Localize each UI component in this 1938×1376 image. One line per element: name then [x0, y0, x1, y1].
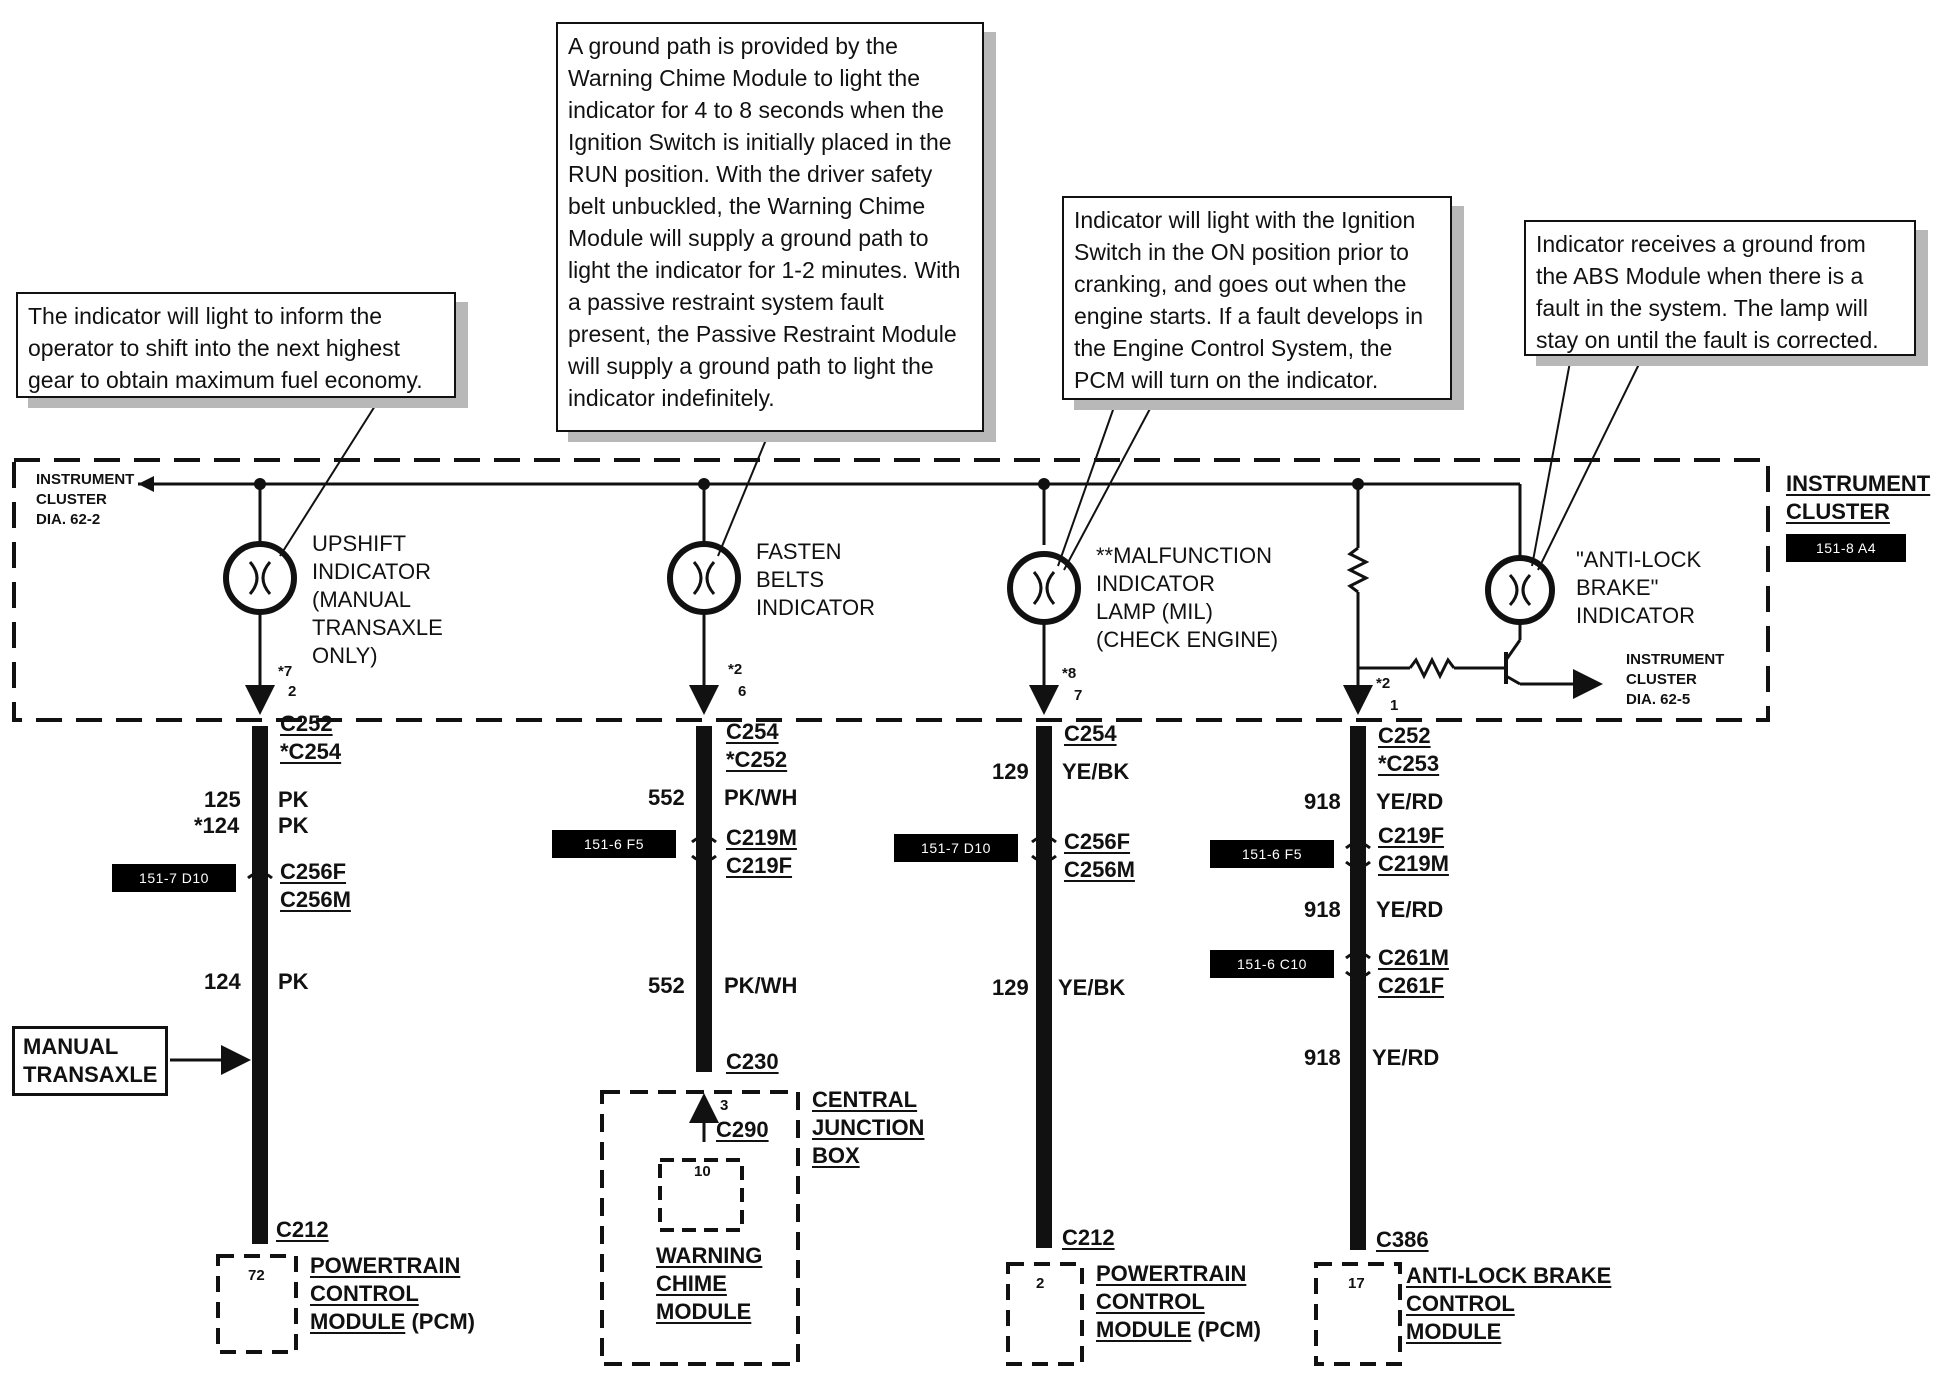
c1-inline-connectors: C256F C256M — [280, 859, 351, 912]
c2-end-pin: 10 — [694, 1163, 711, 1180]
abs-indicator-label: "ANTI-LOCK BRAKE" INDICATOR — [1576, 547, 1702, 628]
c4-wire1-color: YE/RD — [1376, 789, 1444, 814]
c2-wire1-color: PK/WH — [724, 785, 798, 810]
c3-inline-connectors: C256F C256M — [1064, 829, 1135, 882]
c3-wire1-num: 129 — [992, 759, 1029, 784]
pcm-box-c3 — [1006, 1262, 1084, 1366]
c4-end-module: ANTI-LOCK BRAKE CONTROL MODULE — [1406, 1263, 1612, 1344]
instrument-cluster-title: INSTRUMENT CLUSTER — [1786, 471, 1931, 524]
c1-wire3-num: 124 — [204, 969, 241, 994]
c1-pin-b: 2 — [288, 683, 297, 700]
central-junction-box-label: CENTRAL JUNCTION BOX — [812, 1087, 925, 1168]
c3-wire1-color: YE/BK — [1062, 759, 1130, 784]
c1-wire1-color: PK — [278, 787, 309, 812]
c3-pin-b: 7 — [1074, 687, 1083, 704]
upshift-lamp-icon — [223, 541, 297, 615]
c4-end-pin: 17 — [1348, 1275, 1365, 1292]
c1-end-pin: 72 — [248, 1267, 265, 1284]
c3-end-connector: C212 — [1062, 1225, 1115, 1250]
c1-wire2-num: *124 — [194, 813, 240, 838]
left-cluster-ref: INSTRUMENT CLUSTER DIA. 62-2 — [36, 471, 135, 528]
c3-end-pin: 2 — [1036, 1275, 1045, 1292]
upshift-callout: The indicator will light to inform the o… — [16, 292, 456, 398]
c3-pin-a: *8 — [1062, 665, 1077, 682]
c2-pin-b: 6 — [738, 683, 747, 700]
fasten-belts-lamp-icon — [667, 541, 741, 615]
c2-inner-pin: 3 — [720, 1097, 729, 1114]
c1-connectors: C252 *C254 — [280, 711, 342, 764]
c4-inline1-connectors: C219F C219M — [1378, 823, 1449, 876]
mil-indicator-label: **MALFUNCTION INDICATOR LAMP (MIL) (CHEC… — [1096, 543, 1279, 652]
mil-callout: Indicator will light with the Ignition S… — [1062, 196, 1452, 400]
abs-module-box — [1314, 1262, 1402, 1366]
c1-end-connector: C212 — [276, 1217, 329, 1242]
warning-chime-module-label: WARNING CHIME MODULE — [656, 1243, 763, 1324]
c4-wire3-num: 918 — [1304, 1045, 1341, 1070]
c2-pin-a: *2 — [728, 661, 743, 678]
warning-chime-module-box — [658, 1158, 744, 1232]
c4-pin-b: 1 — [1390, 697, 1399, 714]
c3-inline-ref: 151-7 D10 — [894, 834, 1018, 862]
fasten-belts-callout: A ground path is provided by the Warning… — [556, 22, 984, 432]
resistor-icon-2 — [1408, 656, 1456, 680]
central-junction-box — [600, 1090, 800, 1366]
pcm-box-c1 — [216, 1254, 298, 1354]
c2-connectors: C254 *C252 — [726, 719, 788, 772]
c4-wire2-color: YE/RD — [1376, 897, 1444, 922]
c4-wire1-num: 918 — [1304, 789, 1341, 814]
c2-wire1-num: 552 — [648, 785, 685, 810]
c4-pin-a: *2 — [1376, 675, 1391, 692]
bus-arrow — [138, 476, 154, 492]
c2-inline-connectors: C219M C219F — [726, 825, 797, 878]
c1-inline-ref: 151-7 D10 — [112, 864, 236, 892]
c2-inner-connector: C290 — [716, 1117, 769, 1142]
manual-transaxle-note: MANUAL TRANSAXLE — [12, 1026, 169, 1096]
instrument-cluster-ref: 151-8 A4 — [1786, 534, 1906, 562]
c1-wire2-color: PK — [278, 813, 309, 838]
c2-wire2-num: 552 — [648, 973, 685, 998]
transistor-icon — [1504, 639, 1603, 699]
c2-inline-ref: 151-6 F5 — [552, 830, 676, 858]
right-cluster-ref: INSTRUMENT CLUSTER DIA. 62-5 — [1626, 651, 1725, 708]
c1-wire1-num: 125 — [204, 787, 241, 812]
c2-wire2-color: PK/WH — [724, 973, 798, 998]
c2-end-connector: C230 — [726, 1049, 779, 1074]
c4-inline2-ref: 151-6 C10 — [1210, 950, 1334, 978]
c4-wire2-num: 918 — [1304, 897, 1341, 922]
c3-connector: C254 — [1064, 721, 1117, 746]
mil-lamp-icon — [1007, 551, 1081, 625]
c4-end-connector: C386 — [1376, 1227, 1429, 1252]
upshift-indicator-label: UPSHIFT INDICATOR (MANUAL TRANSAXLE ONLY… — [312, 531, 443, 668]
c4-inline2-connectors: C261M C261F — [1378, 945, 1449, 998]
c3-end-module: POWERTRAIN CONTROL MODULE (PCM) — [1096, 1261, 1261, 1342]
c3-wire2-color: YE/BK — [1058, 975, 1126, 1000]
c4-wire3-color: YE/RD — [1372, 1045, 1440, 1070]
c1-wire3-color: PK — [278, 969, 309, 994]
c4-inline1-ref: 151-6 F5 — [1210, 840, 1334, 868]
fasten-belts-indicator-label: FASTEN BELTS INDICATOR — [756, 539, 875, 620]
c1-end-module: POWERTRAIN CONTROL MODULE (PCM) — [310, 1253, 475, 1334]
instrument-cluster-boundary — [12, 458, 1770, 722]
abs-lamp-icon — [1485, 555, 1555, 625]
c1-pin-a: *7 — [278, 663, 293, 680]
c3-wire2-num: 129 — [992, 975, 1029, 1000]
abs-callout: Indicator receives a ground from the ABS… — [1524, 220, 1916, 356]
c4-connectors: C252 *C253 — [1378, 723, 1440, 776]
resistor-icon — [1346, 546, 1370, 594]
